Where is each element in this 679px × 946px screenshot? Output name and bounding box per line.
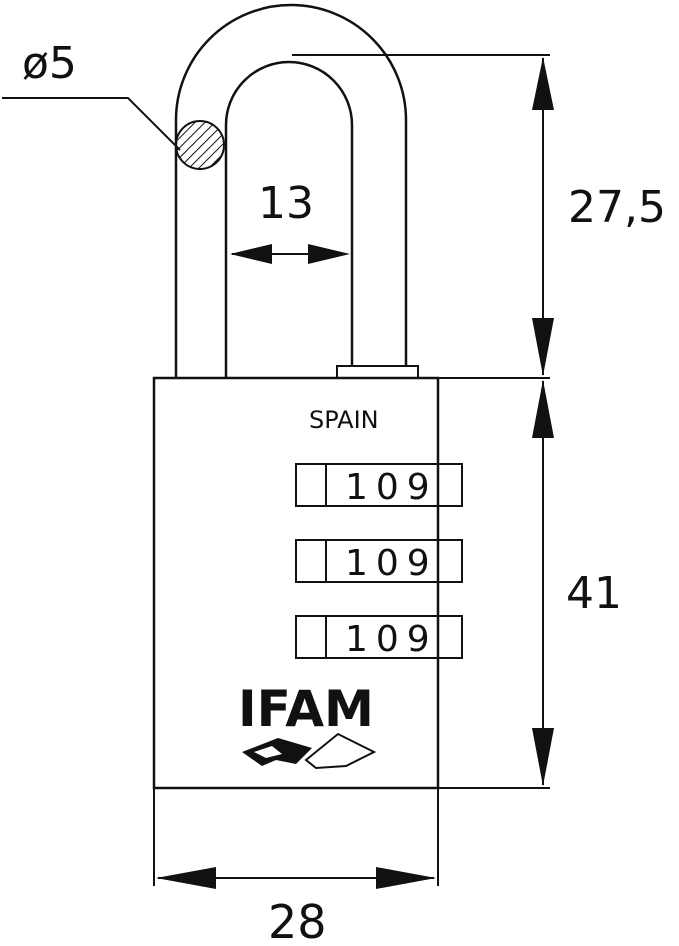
- brand-emblem-icon: [242, 732, 377, 770]
- brand-name: IFAM: [238, 680, 374, 738]
- inner-width-dimension: 13: [230, 178, 350, 264]
- diameter-leader: ø5: [2, 38, 181, 151]
- country-mark: SPAIN: [309, 406, 379, 434]
- lock-body: SPAIN: [152, 376, 440, 790]
- body-height-label: 41: [566, 568, 622, 619]
- combination-wheels: 109 109 109: [295, 463, 463, 660]
- inner-width-label: 13: [258, 178, 314, 229]
- clearance-label: 27,5: [568, 182, 666, 233]
- brand-logo: IFAM: [238, 680, 377, 770]
- combination-wheel: 109: [295, 615, 463, 660]
- wheel-digits: 109: [345, 543, 438, 584]
- body-height-dimension: 41: [532, 380, 622, 786]
- combination-wheel: 109: [295, 539, 463, 584]
- wheel-digits: 109: [345, 467, 438, 508]
- shackle-collar: [336, 365, 419, 379]
- shackle-section: [175, 120, 225, 170]
- wheel-digits: 109: [345, 619, 438, 660]
- combination-wheel: 109: [295, 463, 463, 508]
- diameter-label: ø5: [22, 38, 77, 89]
- clearance-dimension: 27,5: [532, 57, 666, 376]
- body-width-label: 28: [268, 895, 327, 946]
- body-width-dimension: 28: [153, 788, 439, 946]
